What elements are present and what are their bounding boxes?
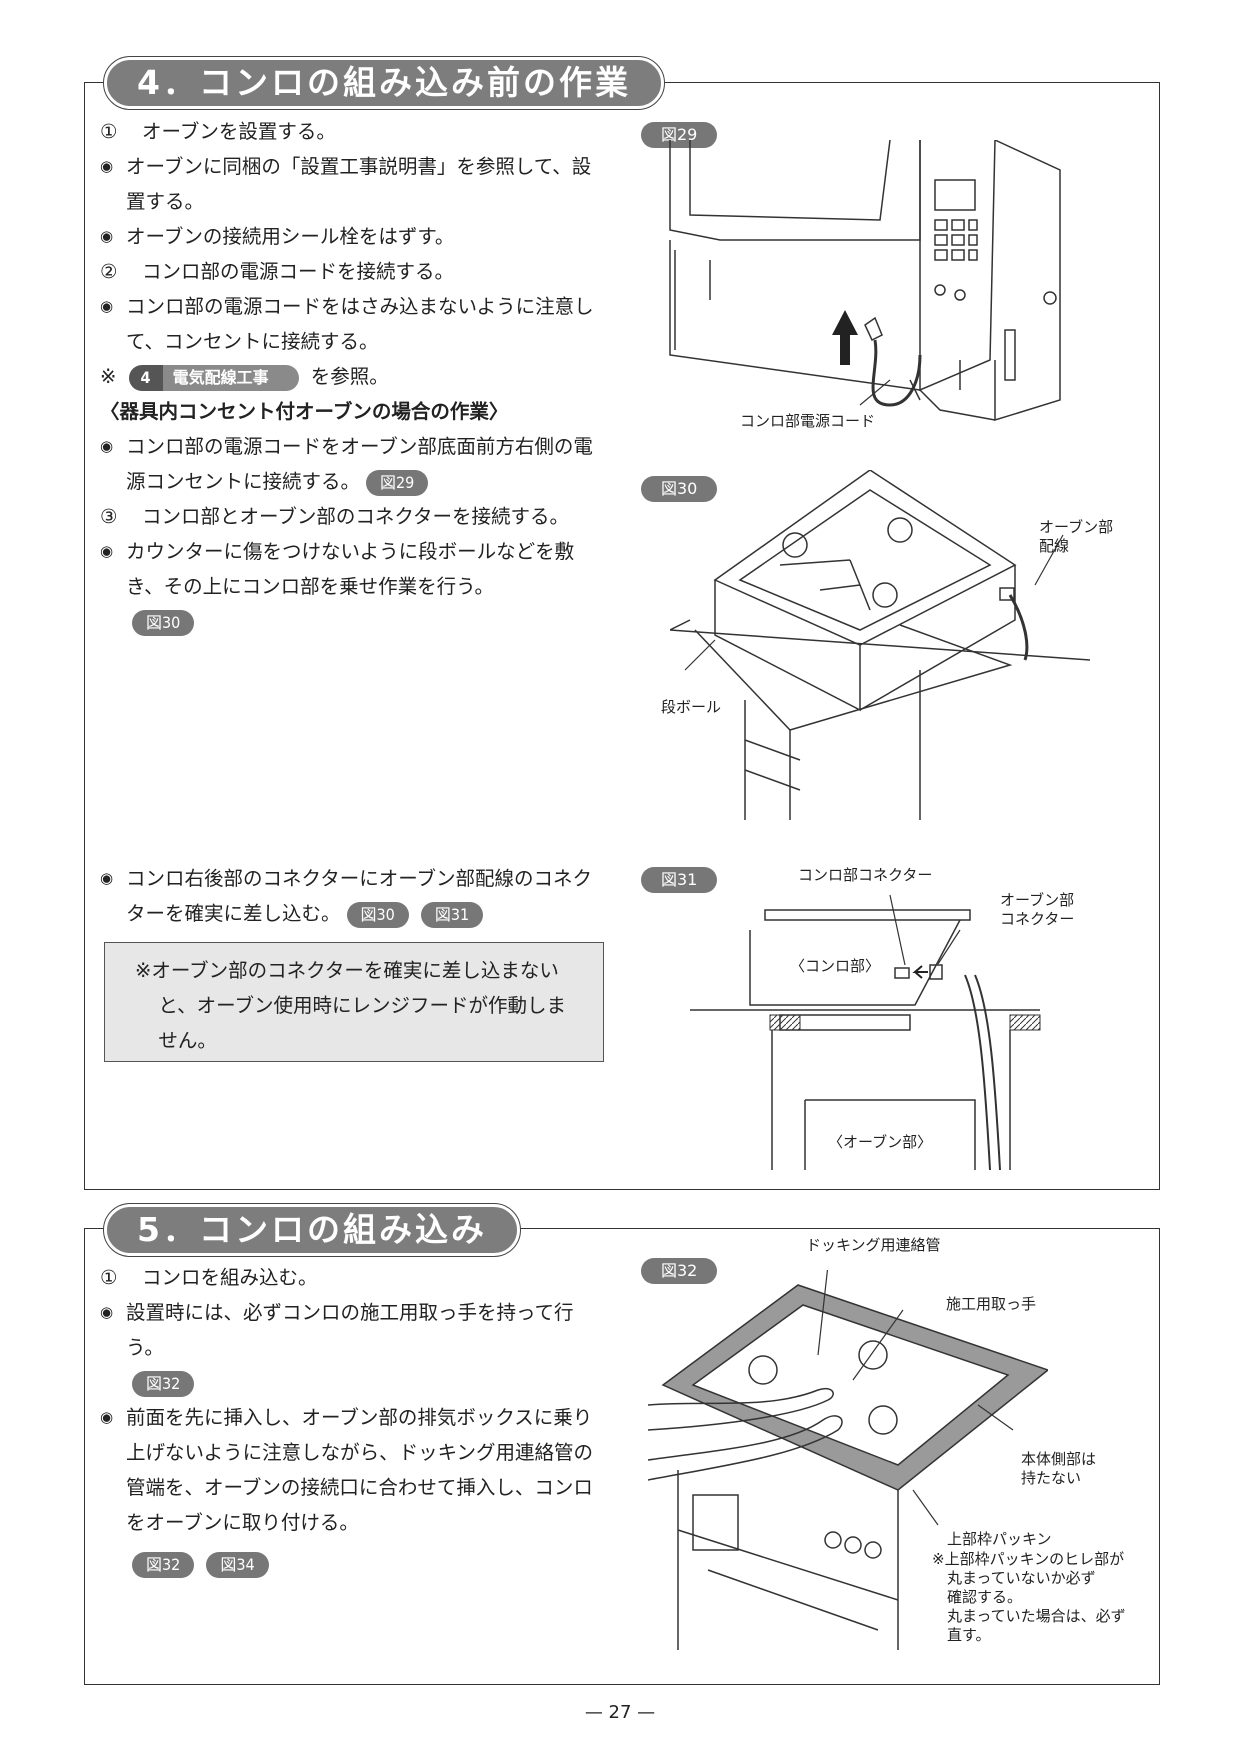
- section-4-title: 4．コンロの組み込み前の作業: [103, 56, 665, 110]
- fig-29-label: 図29: [641, 122, 718, 148]
- page-number: — 27 —: [584, 1702, 656, 1723]
- section-5-frame: [84, 1228, 1160, 1685]
- fig-32-illustration: [648, 1270, 1048, 1650]
- bullet-hold-handle: 設置時には、必ずコンロの施工用取っ手を持って行う。: [100, 1295, 605, 1365]
- fig-ref-29[interactable]: 図29: [366, 469, 429, 496]
- fig-30-illustration: [670, 470, 1090, 820]
- callout-oven-wiring: オーブン部 配線: [1039, 518, 1114, 555]
- fig-31-label: 図31: [641, 867, 718, 893]
- callout-oven-connector: オーブン部 コネクター: [1000, 891, 1075, 928]
- fig-32-label: 図32: [641, 1258, 718, 1284]
- callout-konro-part: 〈コンロ部〉: [790, 957, 881, 975]
- callout-handle: 施工用取っ手: [946, 1295, 1037, 1313]
- bullet-remove-seal: オーブンの接続用シール栓をはずす。: [100, 219, 605, 254]
- section-4-text-connector: コンロ右後部のコネクターにオーブン部配線のコネクターを確実に差し込む。図30図3…: [100, 861, 605, 931]
- subheading-outlet-oven: 〈器具内コンセント付オーブンの場合の作業〉: [100, 400, 509, 423]
- fig-ref-32b[interactable]: 図32: [132, 1551, 195, 1578]
- fig-ref-32[interactable]: 図32: [132, 1370, 195, 1397]
- fig-ref-30b[interactable]: 図30: [346, 901, 409, 928]
- callout-oven-part: 〈オーブン部〉: [828, 1133, 933, 1151]
- callout-cardboard: 段ボール: [661, 698, 722, 716]
- fig-ref-34[interactable]: 図34: [206, 1551, 269, 1578]
- bullet-insert-konro: 前面を先に挿入し、オーブン部の排気ボックスに乗り上げないように注意しながら、ドッ…: [100, 1400, 605, 1540]
- bullet-connect-outlet: コンロ部の電源コードをオーブン部底面前方右側の電源コンセントに接続する。図29: [100, 429, 605, 499]
- fig-ref-31[interactable]: 図31: [420, 901, 484, 928]
- callout-power-cord: コンロ部電源コード: [740, 412, 876, 430]
- bullet-install-oven: オーブンに同梱の「設置工事説明書」を参照して、設置する。: [100, 149, 605, 219]
- callout-docking-pipe: ドッキング用連絡管: [806, 1236, 941, 1254]
- bullet-connect-cord: コンロ部の電源コードをはさみ込まないように注意して、コンセントに接続する。: [100, 289, 605, 359]
- callout-konro-connector: コンロ部コネクター: [798, 866, 933, 884]
- fig-30-label: 図30: [641, 476, 718, 502]
- bullet-cardboard: カウンターに傷をつけないように段ボールなどを敷き、その上にコンロ部を乗せ作業を行…: [100, 534, 605, 604]
- callout-no-hold: 本体側部は 持たない: [1021, 1450, 1097, 1487]
- callout-packing-note: ※上部枠パッキンのヒレ部が 丸まっていないか必ず 確認する。 丸まっていた場合は…: [932, 1550, 1126, 1644]
- reference-title[interactable]: 電気配線工事: [162, 364, 299, 391]
- fig-ref-30[interactable]: 図30: [132, 609, 195, 636]
- callout-packing: 上部枠パッキン: [947, 1530, 1052, 1548]
- section-5-title: 5．コンロの組み込み: [103, 1203, 521, 1257]
- warning-note: ※オーブン部のコネクターを確実に差し込まないと、オーブン使用時にレンジフードが作…: [104, 942, 604, 1062]
- reference-number[interactable]: 4: [128, 364, 163, 391]
- bullet-insert-connector: コンロ右後部のコネクターにオーブン部配線のコネクターを確実に差し込む。図30図3…: [100, 861, 605, 931]
- fig-31-illustration: [690, 894, 1041, 1170]
- fig-29-illustration: [669, 140, 1061, 422]
